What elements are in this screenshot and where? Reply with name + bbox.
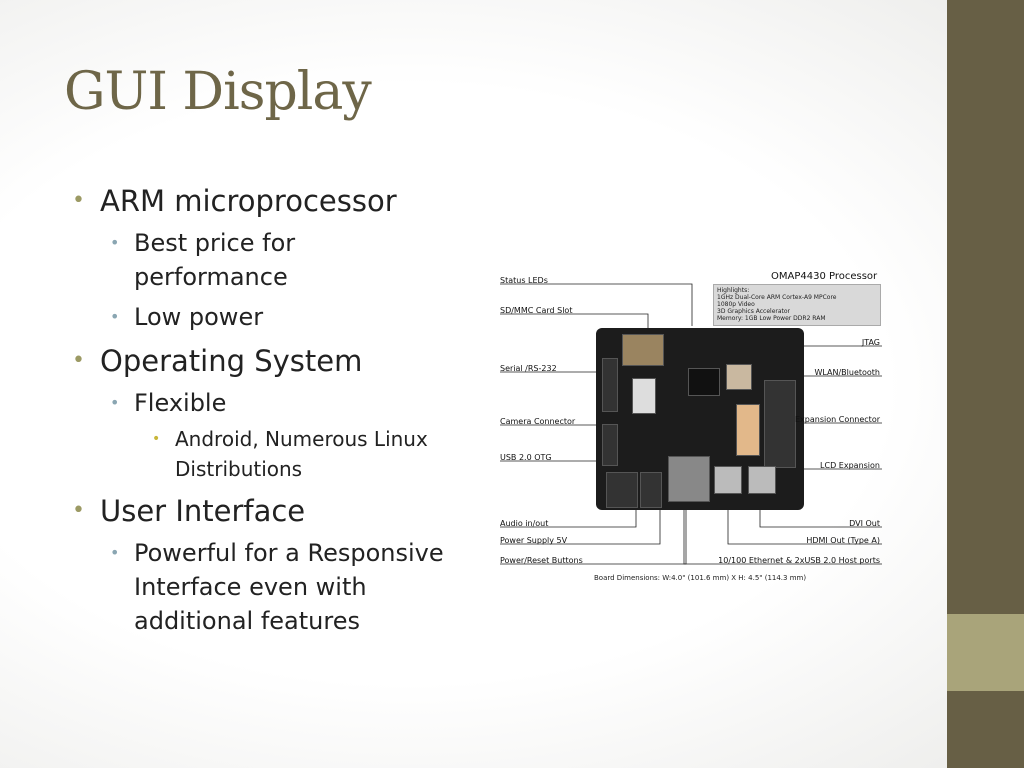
bullet-dot-icon: • <box>72 188 85 213</box>
bullet-dot-icon: • <box>110 233 120 252</box>
bullet-dot-icon: • <box>152 431 161 447</box>
sidebar-accent-block <box>947 614 1024 691</box>
bullet-level2: •Low power <box>72 300 452 334</box>
label-wlan: WLAN/Bluetooth <box>814 368 880 377</box>
bullet-dot-icon: • <box>110 393 120 412</box>
bullet-level3: •Android, Numerous Linux Distributions <box>72 424 452 484</box>
bullet-level1: •ARM microprocessor <box>72 184 397 218</box>
bullet-dot-icon: • <box>110 307 120 326</box>
bullet-dot-icon: • <box>72 348 85 373</box>
label-ethernet: 10/100 Ethernet & 2xUSB 2.0 Host ports <box>718 556 880 565</box>
bullet-level2: •Flexible <box>72 386 452 420</box>
slide-title: GUI Display <box>64 62 372 122</box>
label-expansion: Expansion Connector <box>795 415 880 424</box>
bullet-level2: •Best price for performance <box>72 226 452 294</box>
label-sd-card: SD/MMC Card Slot <box>500 306 573 315</box>
circuit-board-image <box>596 328 804 510</box>
label-serial: Serial /RS-232 <box>500 364 557 373</box>
bullet-dot-icon: • <box>72 498 85 523</box>
diagram-title: OMAP4430 Processor <box>771 271 878 282</box>
bullet-level1: •Operating System <box>72 344 363 378</box>
bullet-list: •ARM microprocessor •Best price for perf… <box>72 174 452 638</box>
highlights-box: Highlights: 1GHz Dual-Core ARM Cortex-A9… <box>713 284 881 326</box>
label-dvi: DVI Out <box>849 519 880 528</box>
label-lcd: LCD Expansion <box>820 461 880 470</box>
board-diagram: OMAP4430 Processor Highlights: 1GHz Dual… <box>498 268 884 588</box>
label-status-leds: Status LEDs <box>500 276 548 285</box>
bullet-level2: •Powerful for a Responsive Interface eve… <box>72 536 452 638</box>
label-usb-otg: USB 2.0 OTG <box>500 453 552 462</box>
board-dimensions: Board Dimensions: W:4.0" (101.6 mm) X H:… <box>594 574 807 582</box>
label-power-supply: Power Supply 5V <box>500 536 568 545</box>
label-jtag: JTAG <box>861 338 880 347</box>
label-hdmi: HDMI Out (Type A) <box>806 536 880 545</box>
bullet-dot-icon: • <box>110 543 120 562</box>
bullet-level1: •User Interface <box>72 494 306 528</box>
label-audio: Audio in/out <box>500 519 549 528</box>
callout-lines <box>500 283 882 565</box>
label-power-buttons: Power/Reset Buttons <box>500 556 583 565</box>
label-camera: Camera Connector <box>500 417 576 426</box>
